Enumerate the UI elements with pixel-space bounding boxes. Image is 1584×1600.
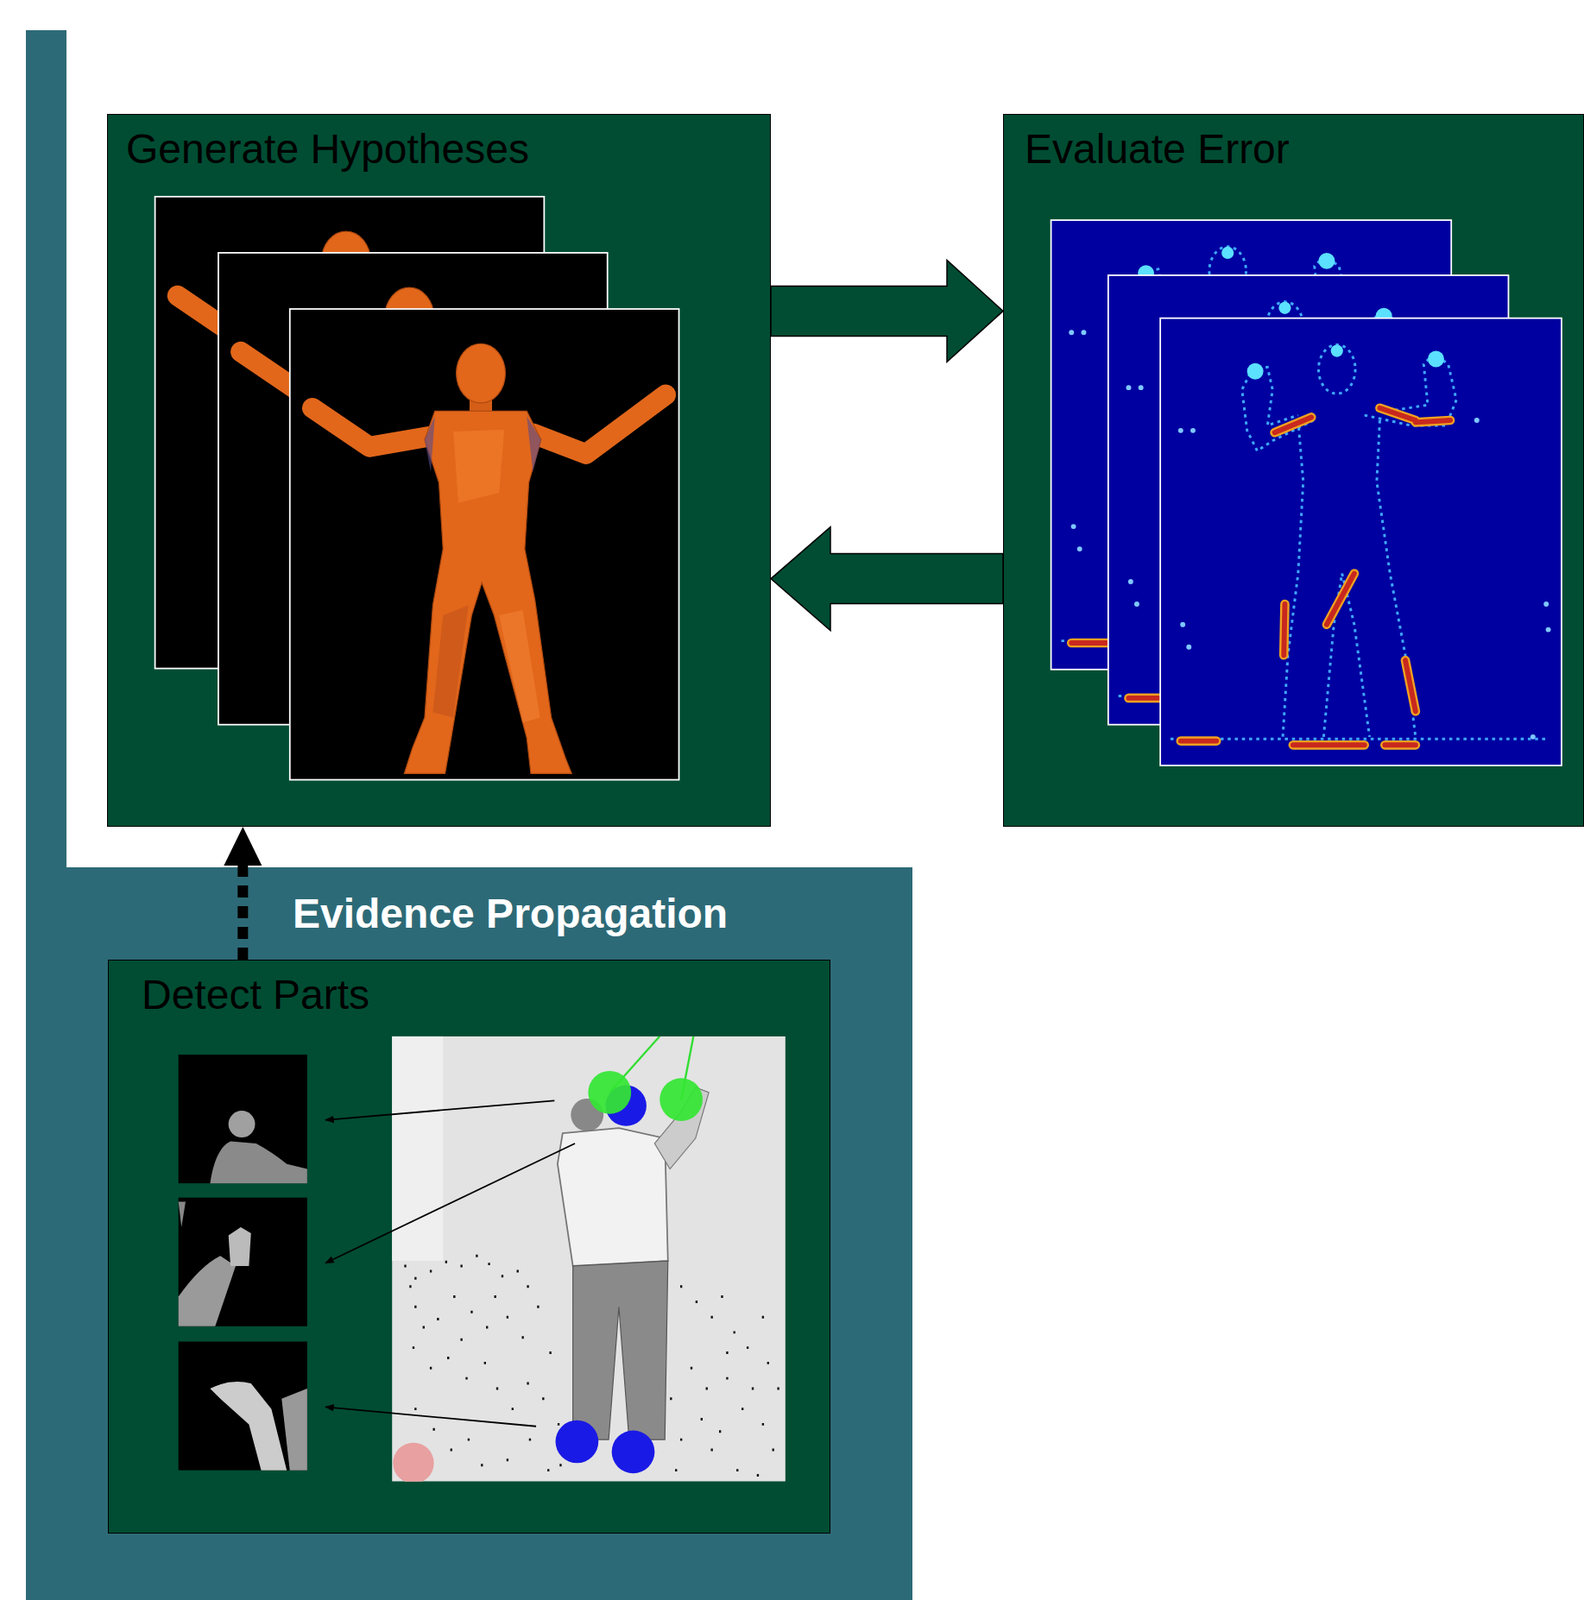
part-thumbnail <box>178 1198 308 1327</box>
point-cloud <box>391 1036 786 1483</box>
leader-line <box>325 1100 575 1427</box>
error-frame <box>1160 318 1562 766</box>
box-title: Evaluate Error <box>1024 125 1290 173</box>
dotted-arrow <box>223 826 262 960</box>
box-title: Evidence Propagation <box>292 889 728 938</box>
part-detection <box>107 959 831 1534</box>
teal-bar-rect <box>25 30 67 870</box>
block-arrow <box>770 259 1004 362</box>
hypothesis-renders <box>107 113 771 827</box>
block-arrow <box>770 527 1004 632</box>
error-maps <box>1003 113 1584 827</box>
box-title: Detect Parts <box>141 971 370 1019</box>
part-thumbnail <box>178 1342 308 1471</box>
part-thumbnail <box>178 1054 308 1184</box>
box-title: Generate Hypotheses <box>126 125 530 173</box>
render-frame <box>290 309 680 781</box>
